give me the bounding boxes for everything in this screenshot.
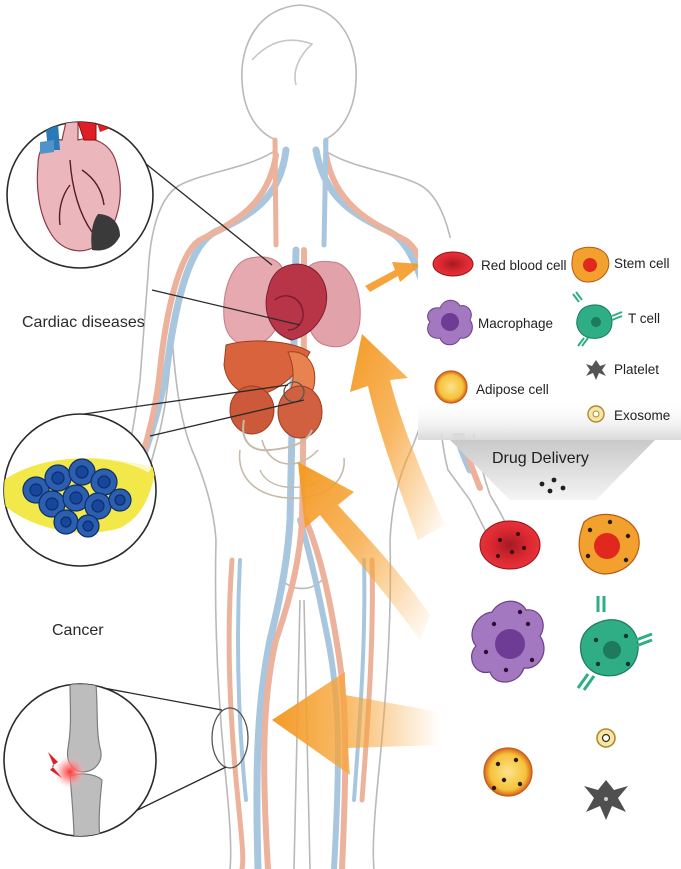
cell-legend-panel: Red blood cell Stem cell Macrophage T ce… [418, 238, 681, 440]
exosome-icon [588, 406, 604, 422]
loaded-red-blood-cell [480, 521, 540, 569]
loaded-platelet [584, 780, 628, 820]
legend-t-cell: T cell [628, 311, 660, 326]
loaded-t-cell [578, 596, 652, 690]
red-blood-cell-icon [433, 252, 473, 276]
legend-macrophage: Macrophage [478, 316, 553, 331]
loaded-stem-cell [579, 514, 639, 574]
legend-platelet: Platelet [614, 362, 659, 377]
cancer-label: Cancer [52, 622, 104, 639]
legend-stem-cell: Stem cell [614, 256, 670, 271]
adipose-cell-icon [435, 371, 467, 403]
loaded-macrophage [472, 601, 544, 682]
legend-exosome: Exosome [614, 408, 670, 423]
legend-red-blood-cell: Red blood cell [481, 258, 567, 273]
cardiac-diseases-label: Cardiac diseases [22, 314, 145, 331]
joint-callout [4, 684, 156, 840]
cancer-callout [4, 414, 156, 566]
drug-loaded-cells [472, 514, 652, 820]
drug-delivery-arrow: Drug Delivery [450, 440, 655, 500]
heart-callout [7, 105, 153, 268]
loaded-adipose-cell [484, 748, 532, 796]
loaded-exosome [597, 729, 615, 747]
drug-delivery-label: Drug Delivery [492, 450, 589, 467]
legend-adipose-cell: Adipose cell [476, 382, 549, 397]
